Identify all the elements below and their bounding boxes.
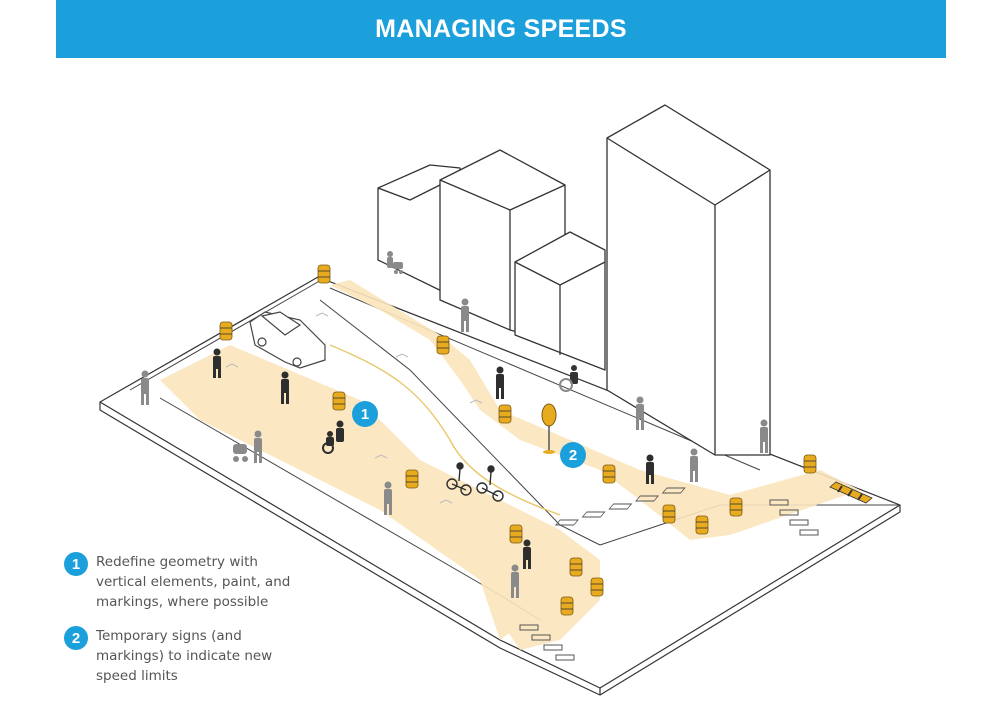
barrel xyxy=(695,515,709,535)
barrel xyxy=(662,504,676,524)
striped-barrier xyxy=(829,481,873,504)
barrel xyxy=(219,321,233,341)
barrel xyxy=(498,404,512,424)
page-title: MANAGING SPEEDS xyxy=(375,14,627,43)
highlight-zones xyxy=(160,280,860,650)
legend-text: Temporary signs (and markings) to indica… xyxy=(96,628,273,684)
dark-pedestrians xyxy=(213,348,654,569)
road-center-line xyxy=(329,344,561,516)
pedestrian xyxy=(281,371,289,404)
barrel xyxy=(569,557,583,577)
legend-text: Redefine geometry with vertical elements… xyxy=(96,554,291,610)
pedestrian xyxy=(213,348,221,378)
pedestrians xyxy=(141,251,768,598)
pedestrian xyxy=(511,564,519,598)
legend-number-badge: 1 xyxy=(64,552,88,576)
barrel xyxy=(405,469,419,489)
pedestrian xyxy=(141,370,149,405)
wheelchair-group xyxy=(322,420,344,454)
buildings xyxy=(377,104,771,456)
legend: 1 Redefine geometry with vertical elemen… xyxy=(64,552,324,700)
car xyxy=(249,311,326,369)
legend-item: 2 Temporary signs (and markings) to indi… xyxy=(64,626,324,686)
pedestrian xyxy=(523,539,531,569)
pedestrian xyxy=(636,396,644,430)
traffic-barrels xyxy=(219,264,817,616)
pedestrian xyxy=(646,454,654,484)
barrel xyxy=(317,264,331,284)
cyclists xyxy=(446,462,504,502)
stroller-person xyxy=(233,430,262,463)
callout-badge-1: 1 xyxy=(352,401,378,427)
legend-item: 1 Redefine geometry with vertical elemen… xyxy=(64,552,324,612)
barrel xyxy=(602,464,616,484)
stroller-person xyxy=(387,251,403,274)
cyclist xyxy=(446,462,472,496)
pedestrian xyxy=(760,419,768,453)
barrel xyxy=(560,596,574,616)
barrel xyxy=(436,335,450,355)
speed-sign xyxy=(541,403,557,454)
pedestrian xyxy=(384,481,392,515)
pedestrian xyxy=(690,448,698,482)
wheelchair-person xyxy=(559,365,578,392)
cyclist xyxy=(476,465,504,502)
legend-number-badge: 2 xyxy=(64,626,88,650)
pedestrian xyxy=(461,298,469,332)
crosswalks xyxy=(519,487,819,661)
barrel xyxy=(590,577,604,597)
barrel xyxy=(803,454,817,474)
street-illustration xyxy=(99,104,901,696)
barrel xyxy=(332,391,346,411)
barrel xyxy=(509,524,523,544)
barrel xyxy=(729,497,743,517)
header-banner: MANAGING SPEEDS xyxy=(56,0,946,58)
bike-lane-markings xyxy=(225,312,483,504)
pedestrian xyxy=(496,366,504,399)
callout-badge-2: 2 xyxy=(560,442,586,468)
